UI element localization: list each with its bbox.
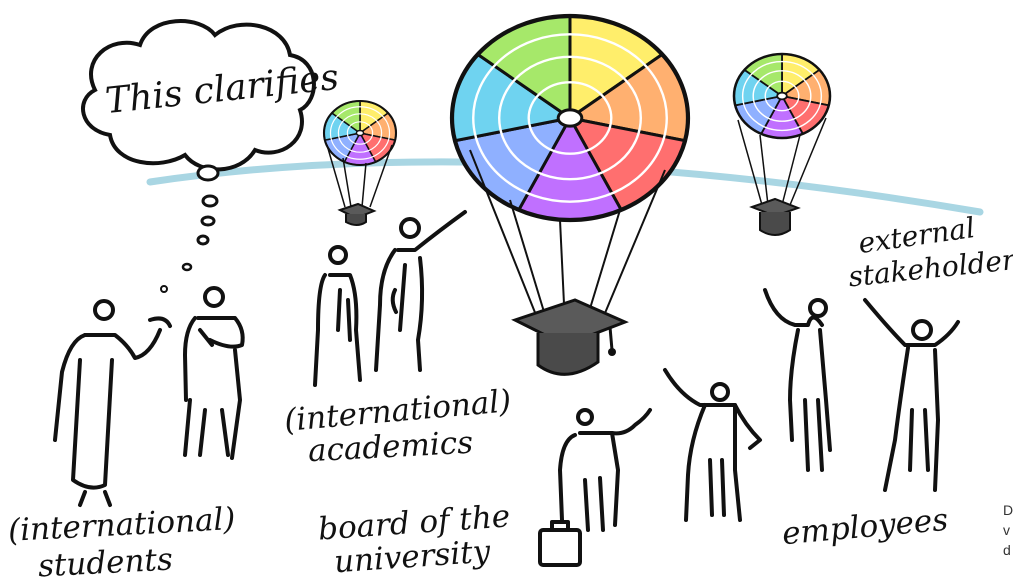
hot-air-balloon-icon	[449, 13, 691, 326]
balloon-ring	[527, 81, 613, 155]
balloon-ring	[498, 55, 643, 181]
balloon-outline	[322, 99, 398, 167]
balloon-crown	[776, 91, 788, 101]
balloon-crown	[355, 129, 365, 137]
balloon-ring	[337, 113, 383, 153]
side-note-line: d	[1003, 542, 1011, 558]
side-note-line: v	[1003, 522, 1010, 538]
stick-figure-icon	[183, 286, 245, 460]
side-note: D v d	[1003, 500, 1013, 560]
students-label-line2: students	[37, 541, 174, 585]
briefcase-icon	[538, 520, 582, 567]
hot-air-balloon-icon	[322, 99, 398, 208]
balloon-ring	[741, 60, 823, 132]
hot-air-balloon-icon	[732, 52, 832, 206]
graduation-cap-icon	[749, 197, 801, 236]
balloon-ring	[752, 70, 812, 122]
graduation-cap-icon	[337, 202, 377, 226]
stick-figure-icon	[558, 408, 652, 532]
balloon-ring	[346, 121, 374, 145]
stick-figure-icon	[663, 368, 762, 522]
stick-figure-icon	[53, 299, 172, 507]
graduation-cap-icon	[511, 298, 629, 376]
side-note-line: D	[1003, 502, 1013, 518]
stick-figure-icon	[863, 298, 960, 492]
balloon-crown	[556, 108, 584, 128]
balloon-outline	[449, 13, 691, 223]
stick-figure-icon	[763, 288, 832, 472]
stick-figure-icon	[313, 245, 362, 387]
balloon-ring	[472, 33, 668, 203]
balloon-ring	[329, 106, 391, 160]
balloon-outline	[732, 52, 832, 140]
balloon-ring	[764, 80, 800, 112]
thought-bubble-icon	[81, 19, 316, 293]
stick-figure-icon	[374, 210, 467, 372]
academics-label-line2: academics	[307, 424, 474, 470]
